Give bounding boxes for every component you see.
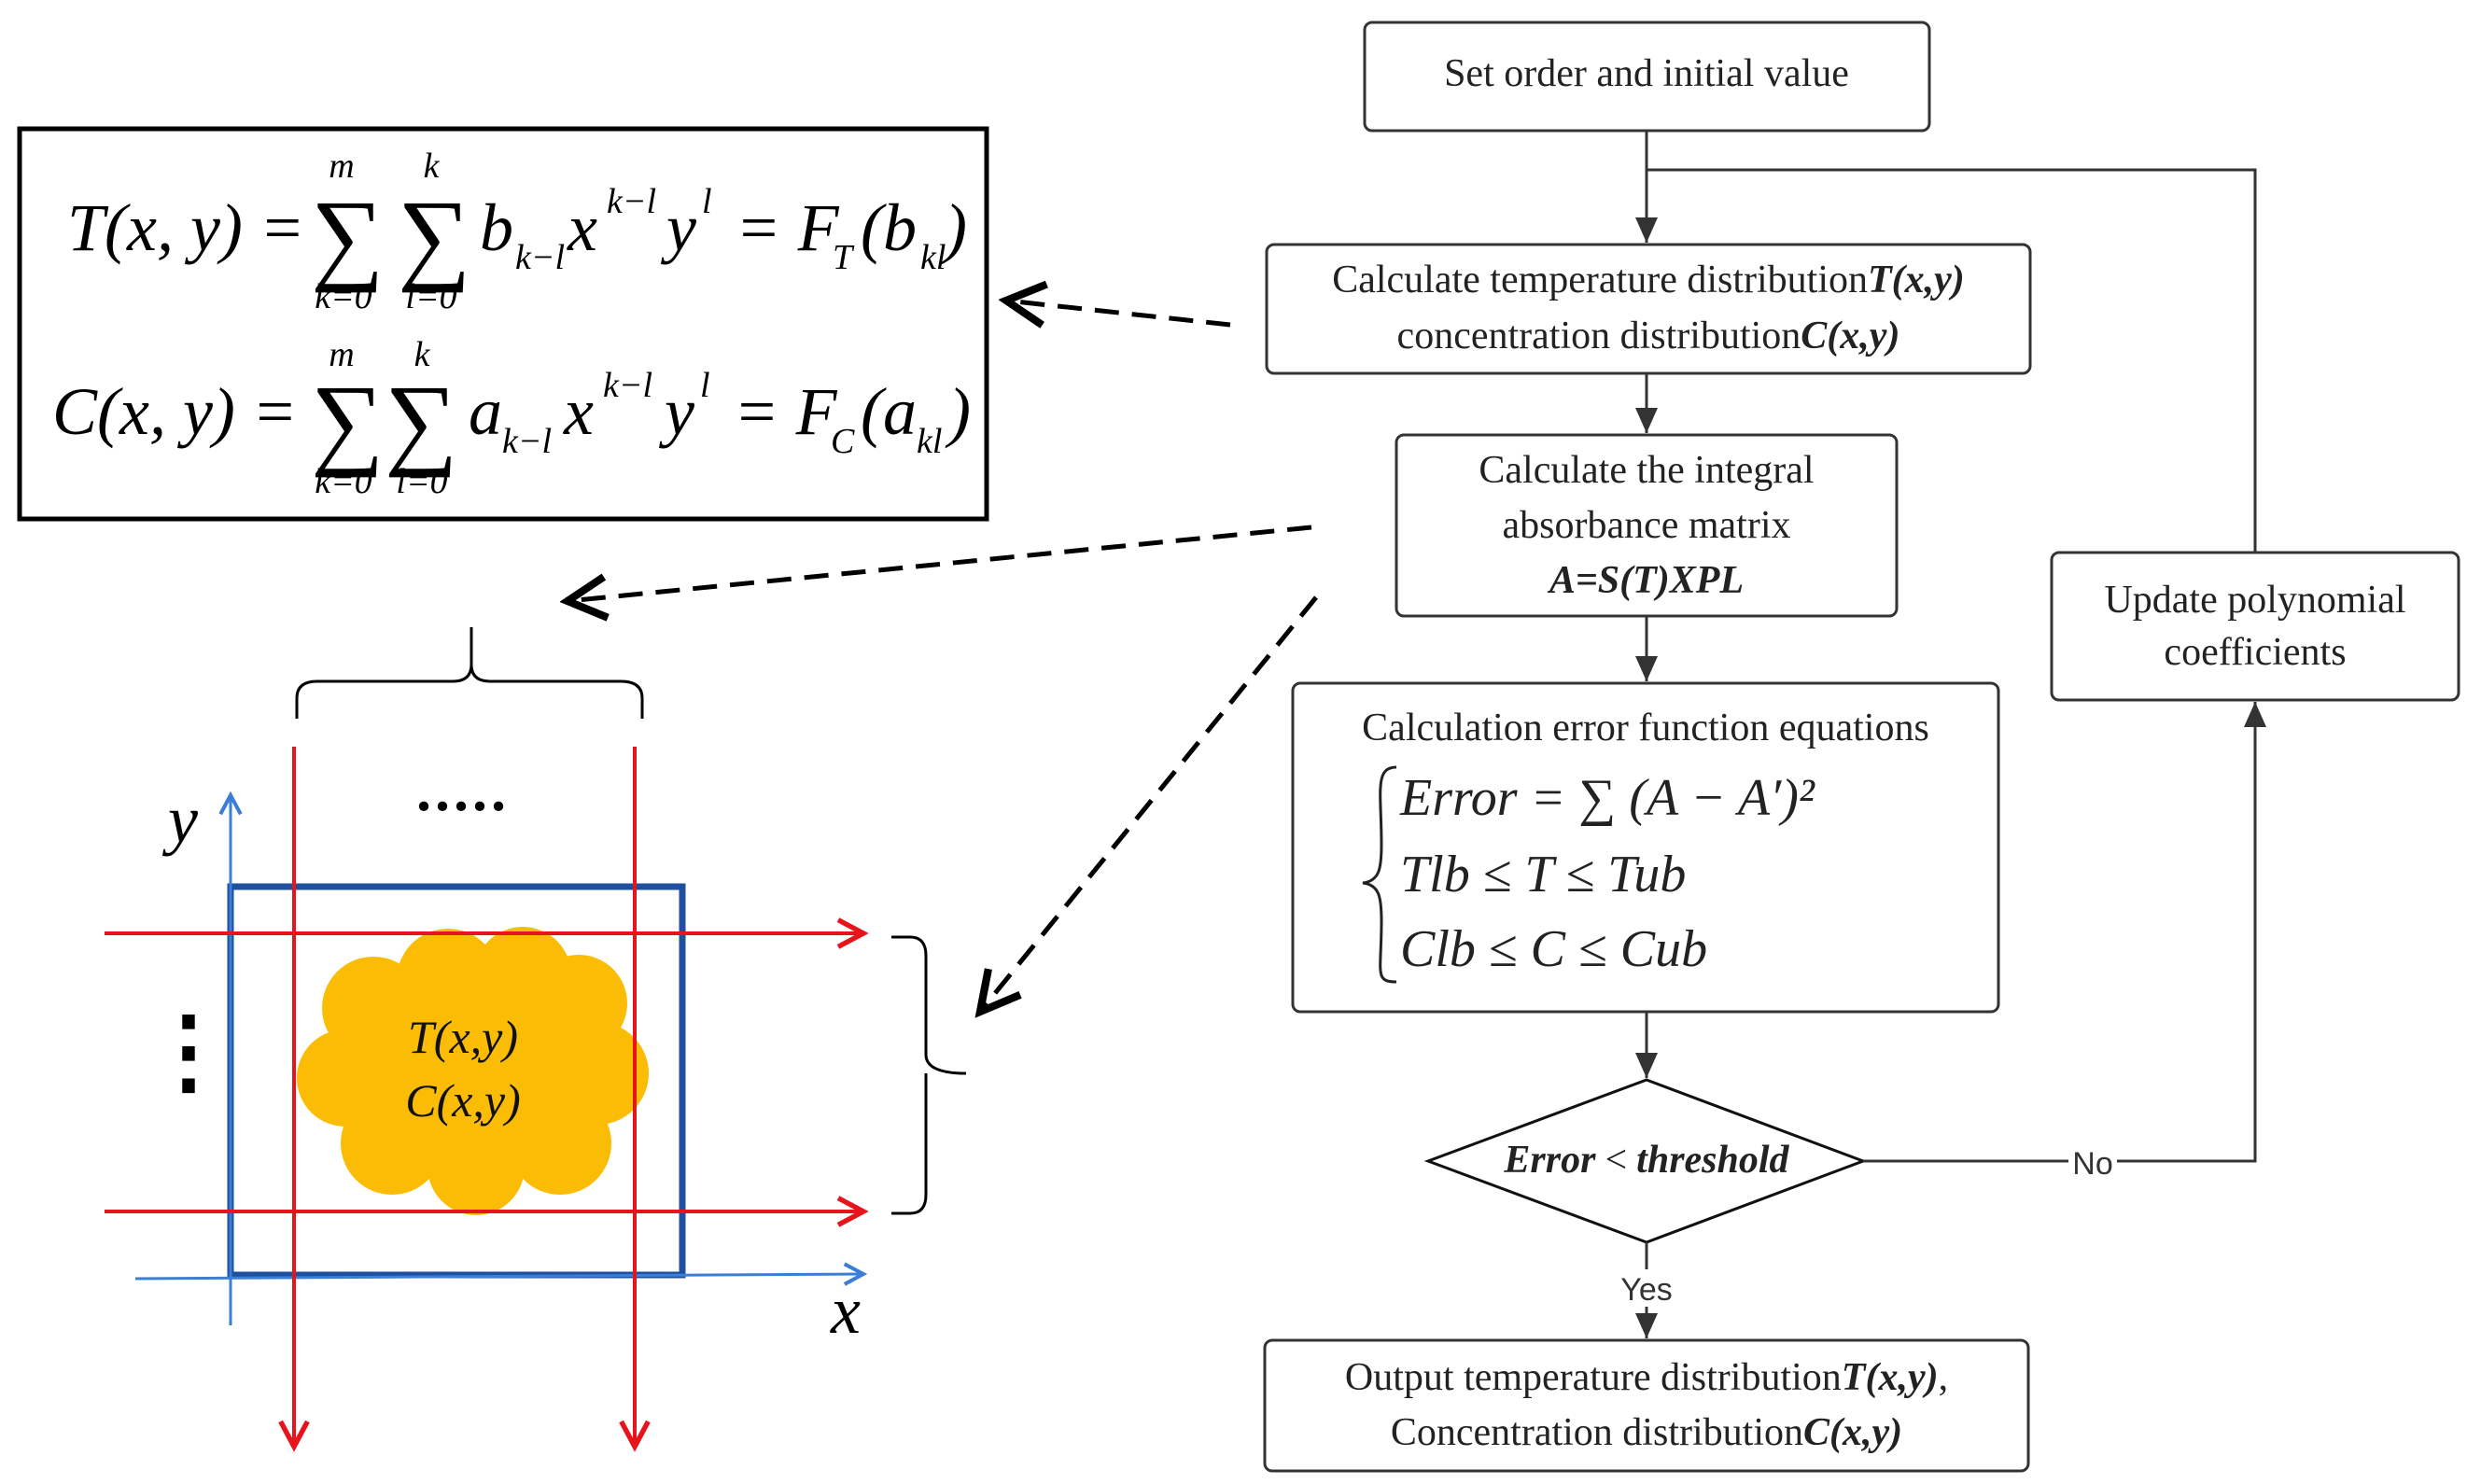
decision-op: < <box>1605 1139 1627 1182</box>
error-box-title: Calculation error function equations <box>1362 707 1929 749</box>
t-sum1-top: m <box>329 147 354 186</box>
no-label: No <box>2072 1146 2112 1182</box>
svg-text:concentration distributionC(x,: concentration distributionC(x,y) <box>1397 315 1900 357</box>
c-close-paren: ) <box>945 374 971 449</box>
calc-distribution-line1: Calculate temperature distribution <box>1332 259 1868 301</box>
update-coefficients-box: Update polynomial coefficients <box>2050 551 2460 702</box>
calc-distribution-line2: concentration distribution <box>1397 315 1801 357</box>
x-axis-label: x <box>830 1273 861 1348</box>
c-sum1-symbol: ∑ <box>311 364 384 478</box>
x-axis <box>134 1274 863 1279</box>
t-y: y <box>660 190 696 265</box>
c-y: y <box>658 374 694 449</box>
c-sum2-top: k <box>414 335 431 374</box>
decision-diamond: Error<threshold <box>1423 1078 1868 1244</box>
c-x: x <box>563 374 594 449</box>
decision-right: threshold <box>1636 1139 1789 1182</box>
dashed-arrow-to-bracket <box>568 525 1312 601</box>
t-close-paren: ) <box>941 190 967 265</box>
c-coef: a <box>469 374 502 449</box>
t-rhs-arg: (b <box>861 190 917 265</box>
t-coef: b <box>480 190 513 265</box>
side-dots: ⋮ <box>142 1000 235 1103</box>
left-brace <box>1362 765 1397 984</box>
c-sum1-top: m <box>329 335 354 374</box>
laser-rays <box>105 747 863 1447</box>
error-eq1: Error = ∑ (A − A′)² <box>1399 769 1815 827</box>
t-lhs: T(x, y) = <box>67 190 305 265</box>
svg-text:Concentration distributionC(x,: Concentration distributionC(x,y) <box>1391 1411 1902 1454</box>
svg-text:Error<threshold: Error<threshold <box>1503 1139 1789 1182</box>
dashed-arrow-to-grid <box>980 595 1318 1012</box>
y-axis-label: y <box>161 782 198 857</box>
dashed-pointers <box>568 301 1318 1012</box>
right-brace <box>891 935 967 1215</box>
t-sum1-symbol: ∑ <box>311 179 384 293</box>
output-comma: , <box>1939 1356 1949 1399</box>
dashed-arrow-to-formula <box>1006 301 1231 325</box>
output-t-var: T(x,y) <box>1842 1356 1939 1399</box>
svg-text:Calculate temperature distribu: Calculate temperature distributionT(x,y) <box>1332 259 1965 301</box>
t-x: x <box>567 190 597 265</box>
t-sum2-top: k <box>424 147 441 186</box>
c-coef-sub: k−l <box>502 422 552 461</box>
svg-text:Output temperature distributio: Output temperature distributionT(x,y), <box>1345 1356 1948 1399</box>
output-c-var: C(x,y) <box>1803 1411 1902 1454</box>
error-eq2: Tlb ≤ T ≤ Tub <box>1400 846 1686 903</box>
decision-left: Error <box>1503 1139 1596 1182</box>
ray-grid-diagram: T(x,y) C(x,y) y x ..... ⋮ <box>105 627 967 1447</box>
c-x-exp: k−l <box>603 366 652 405</box>
t-x-exp: k−l <box>607 182 656 221</box>
formula-box: T(x, y) = ∑ m k=0 ∑ k l=0 b k−l x k−l y … <box>17 126 989 522</box>
t-rhs: = F <box>736 190 840 265</box>
update-line2: coefficients <box>2164 631 2346 674</box>
update-line1: Update polynomial <box>2104 579 2405 622</box>
error-function-box: Calculation error function equations Err… <box>1291 681 2000 1014</box>
t-y-exp: l <box>702 182 712 221</box>
blob-t-label: T(x,y) <box>408 1011 518 1063</box>
t-sum2-symbol: ∑ <box>398 179 470 293</box>
output-box: Output temperature distributionT(x,y), C… <box>1263 1338 2030 1473</box>
t-sum2-bottom: l=0 <box>405 277 456 316</box>
calc-distribution-c-var: C(x,y) <box>1801 315 1899 357</box>
output-line2: Concentration distribution <box>1391 1411 1803 1454</box>
c-sum1-bottom: k=0 <box>315 462 372 501</box>
connector-no-update <box>1863 702 2266 1163</box>
output-line1: Output temperature distribution <box>1345 1356 1842 1399</box>
c-sum2-bottom: l=0 <box>396 462 447 501</box>
yes-label: Yes <box>1620 1272 1672 1308</box>
flame-blob <box>297 927 649 1215</box>
c-y-exp: l <box>700 366 710 405</box>
t-coef-sub: k−l <box>515 238 565 277</box>
start-box-label: Set order and initial value <box>1444 52 1849 95</box>
blob-c-label: C(x,y) <box>405 1074 521 1127</box>
c-rhs-sub: C <box>831 422 855 461</box>
t-rhs-arg-sub: kl <box>920 238 946 277</box>
integral-line1: Calculate the integral <box>1479 449 1814 492</box>
c-lhs: C(x, y) = <box>52 374 297 449</box>
c-rhs: = F <box>734 374 838 449</box>
loop-back-connector <box>1647 168 2257 553</box>
c-rhs-arg: (a <box>861 374 917 449</box>
error-eq3: Clb ≤ C ≤ Cub <box>1400 920 1707 978</box>
integral-box: Calculate the integral absorbance matrix… <box>1395 433 1899 618</box>
top-brace <box>295 627 644 719</box>
t-sum1-bottom: k=0 <box>315 277 372 316</box>
calc-distribution-t-var: T(x,y) <box>1868 259 1965 301</box>
integral-line3: A=S(T)XPL <box>1547 559 1744 602</box>
integral-line2: absorbance matrix <box>1502 504 1790 547</box>
t-rhs-sub: T <box>833 238 855 277</box>
start-box: Set order and initial value <box>1363 21 1931 133</box>
top-dots: ..... <box>416 757 510 823</box>
c-rhs-arg-sub: kl <box>917 422 942 461</box>
calc-distribution-box: Calculate temperature distributionT(x,y)… <box>1265 243 2032 375</box>
c-sum2-symbol: ∑ <box>385 364 457 478</box>
